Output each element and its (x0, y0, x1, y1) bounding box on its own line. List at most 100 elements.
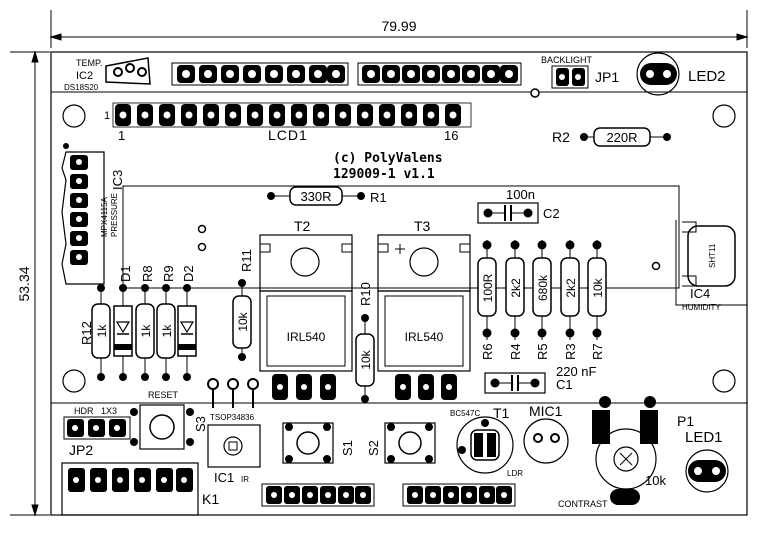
lcd-connector (112, 102, 472, 128)
r2-resistor (580, 127, 671, 147)
r11-resistor (232, 279, 252, 361)
r1-ref: R1 (370, 190, 387, 205)
t3-footprint (377, 234, 471, 400)
title-line1: (c) PolyValens (333, 151, 443, 166)
p1-value: 10k (645, 473, 666, 488)
ic4-part: SHT11 (708, 243, 717, 268)
r12-value: 1k (95, 324, 109, 338)
c2-value: 100n (506, 187, 535, 202)
led1-footprint (685, 449, 729, 493)
d1-diode (113, 284, 133, 381)
r3-value: 2k2 (564, 278, 578, 298)
jp2-label-1x3: 1X3 (101, 406, 117, 416)
ic4-ref: IC4 (690, 286, 710, 301)
r3-ref: R3 (563, 343, 578, 360)
via (63, 143, 69, 149)
ic2-ref: IC2 (76, 70, 93, 82)
t1-part: BC547C (450, 409, 480, 418)
r1-value: 330R (300, 189, 331, 204)
t3-part: IRL540 (405, 330, 444, 344)
ic2-part: DS18S20 (64, 83, 99, 92)
mic1-footprint (523, 418, 569, 464)
k1-ref: K1 (202, 491, 219, 507)
d2-diode (177, 284, 197, 381)
r7-ref: R7 (590, 343, 605, 360)
k1-connector (61, 462, 199, 516)
via (197, 242, 207, 252)
r6-resistor (477, 240, 497, 340)
s1-ref: S1 (340, 440, 355, 456)
lcd-ref: LCD1 (268, 127, 308, 143)
r2-ref: R2 (552, 129, 570, 145)
backlight-label: BACKLIGHT (541, 55, 593, 65)
p1-desc: CONTRAST (558, 499, 608, 509)
mounting-hole (712, 369, 736, 393)
s2-pushbutton (384, 422, 436, 464)
title-line2: 129009-1 v1.1 (333, 167, 435, 182)
header-bottom-left (261, 483, 375, 507)
ic3-desc: PRESSURE (110, 193, 119, 237)
ic3-part: MPX4115A (100, 196, 109, 237)
d2-ref: D2 (181, 265, 196, 282)
r8-resistor (135, 284, 155, 381)
r3-resistor (560, 240, 580, 340)
t1-ref: T1 (493, 405, 510, 421)
ic3-ref: IC3 (110, 170, 125, 190)
t2-part: IRL540 (287, 330, 326, 344)
ic4-desc: HUMIDITY (682, 303, 721, 312)
t3-ref: T3 (414, 218, 431, 234)
mounting-hole (712, 104, 736, 128)
ic3-footprint (61, 151, 105, 285)
t1-desc: LDR (507, 469, 523, 478)
r12-ref: R12 (79, 321, 94, 345)
r5-value: 680k (536, 274, 550, 301)
led2-footprint (636, 52, 680, 96)
led2-ref: LED2 (688, 68, 726, 85)
c2-ref: C2 (543, 206, 560, 221)
jp2-header (63, 416, 131, 440)
lcd-pin-first: 1 (118, 128, 125, 143)
ic1-part: TSOP34836 (210, 413, 255, 422)
r2-value: 220R (606, 130, 637, 145)
jp2-label-hdr: HDR (74, 406, 94, 416)
ic4-outline (675, 220, 747, 306)
lcd-module-outline (122, 185, 680, 289)
t2-footprint (259, 234, 353, 400)
ic2-label-temp: TEMP. (76, 58, 102, 68)
jp1-ref: JP1 (595, 69, 619, 85)
jp2-ref: JP2 (69, 442, 93, 458)
via (530, 88, 540, 98)
s3-pushbutton (130, 404, 194, 450)
r6-value: 100R (481, 273, 495, 302)
r12-resistor (91, 284, 111, 381)
r1-resistor (267, 186, 365, 206)
width-value: 79.99 (381, 18, 416, 34)
t2-ref: T2 (294, 218, 311, 234)
height-dimension (10, 50, 50, 517)
ic1-pins (207, 378, 259, 408)
via (651, 261, 661, 271)
ic1-desc: IR (241, 475, 249, 484)
mounting-hole (62, 104, 86, 128)
r9-ref: R9 (161, 265, 176, 282)
s2-ref: S2 (366, 440, 381, 456)
r9-value: 1k (160, 324, 174, 338)
r11-ref: R11 (239, 249, 254, 272)
r9-resistor (156, 284, 176, 381)
via (197, 224, 207, 234)
lcd-pin1-marker: 1 (104, 110, 110, 122)
r8-value: 1k (139, 324, 153, 338)
ic4-footprint (682, 221, 736, 287)
c1-value: 220 nF (556, 364, 597, 379)
r8-ref: R8 (140, 265, 155, 282)
board-outline (50, 51, 748, 516)
r6-ref: R6 (480, 343, 495, 360)
height-value: 53.34 (16, 266, 32, 301)
r7-value: 10k (591, 277, 605, 297)
led1-ref: LED1 (685, 429, 723, 446)
r4-resistor (505, 240, 525, 340)
r4-value: 2k2 (509, 278, 523, 298)
r5-resistor (532, 240, 552, 340)
p1-potentiometer (592, 396, 658, 505)
